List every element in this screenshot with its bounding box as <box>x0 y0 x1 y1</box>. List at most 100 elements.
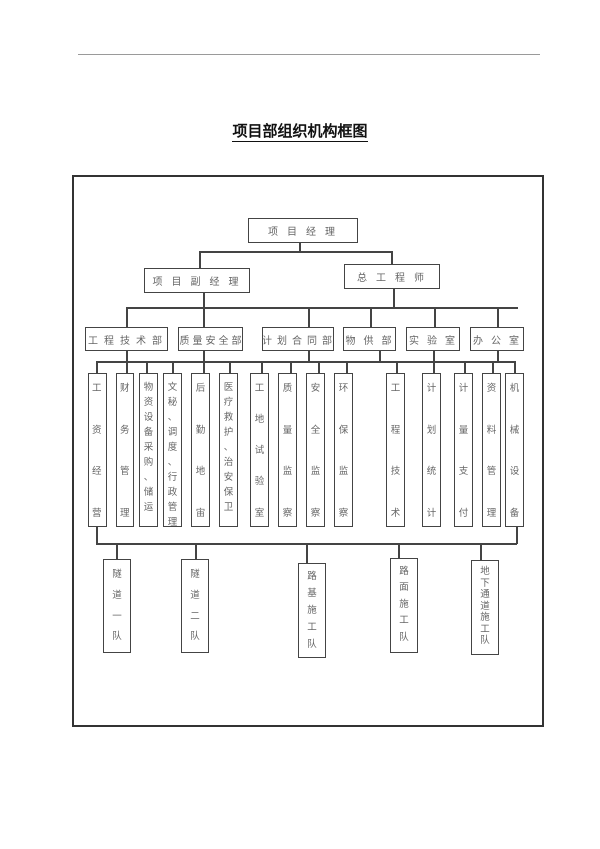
node-finance-management: 财 务 管 理 <box>116 373 134 527</box>
node-label: 计划合同部 <box>262 335 337 347</box>
connector <box>393 288 395 308</box>
node-char: 行 <box>167 472 178 483</box>
node-char: 一 <box>112 610 122 622</box>
connector <box>514 361 516 373</box>
connector <box>203 361 205 373</box>
connector <box>398 543 400 560</box>
node-char: 救 <box>223 412 234 423</box>
node-char: 程 <box>390 424 401 436</box>
node-underpass-team: 地 下 通 道 施 工 队 <box>471 560 499 655</box>
node-char: 物 <box>143 382 154 393</box>
connector <box>96 361 98 373</box>
node-char: 资 <box>143 397 154 408</box>
node-char: 秘 <box>167 397 178 408</box>
node-project-manager: 项目经理 <box>248 218 358 243</box>
node-char: 安 <box>310 383 321 394</box>
node-char: 设 <box>143 412 154 423</box>
node-char: 计 <box>426 383 437 394</box>
connector <box>261 361 263 373</box>
node-tunnel-team-2: 隧 道 二 队 <box>181 559 209 653</box>
node-char: 卫 <box>223 502 234 513</box>
connector <box>126 361 128 373</box>
connector <box>96 361 515 363</box>
node-char: 设 <box>509 466 520 477</box>
connector <box>464 361 466 373</box>
node-char: 察 <box>310 507 321 519</box>
node-char: 宙 <box>195 507 206 519</box>
connector <box>370 307 372 327</box>
connector <box>195 543 197 560</box>
node-label: 项目副经理 <box>152 277 248 288</box>
node-char: 环 <box>338 383 349 394</box>
node-wage-management: 工 资 经 营 <box>88 373 107 527</box>
node-label: 质量安全部 <box>179 335 245 347</box>
connector <box>229 361 231 373</box>
connector <box>199 251 392 253</box>
node-char: 储 <box>143 487 154 498</box>
node-char: 统 <box>426 466 437 477</box>
node-char: 付 <box>458 507 469 519</box>
node-char: 后 <box>195 383 206 394</box>
node-engineering-dept: 工程技术部 <box>85 327 168 351</box>
node-char: 管 <box>486 466 497 477</box>
node-engineering-tech: 工 程 技 术 <box>386 373 405 527</box>
node-document-management: 资 料 管 理 <box>482 373 501 527</box>
node-char: 工 <box>307 621 317 633</box>
node-char: 调 <box>167 427 178 438</box>
node-char: 经 <box>92 466 102 477</box>
connector <box>308 307 310 327</box>
connector <box>116 543 118 560</box>
connector <box>391 251 393 264</box>
node-label: 办公室 <box>473 335 527 347</box>
connector <box>308 350 310 362</box>
connector <box>434 307 436 327</box>
node-char: 勤 <box>195 424 206 436</box>
connector <box>203 292 205 308</box>
node-char: 运 <box>143 502 154 513</box>
node-quality-safety-dept: 质量安全部 <box>178 327 243 351</box>
connector <box>379 350 381 362</box>
connector <box>199 251 201 268</box>
node-char: 基 <box>307 587 317 599</box>
node-char: 技 <box>390 466 401 477</box>
node-char: 工 <box>254 383 265 394</box>
node-label: 项目经理 <box>268 227 344 238</box>
node-char: 路 <box>307 571 317 582</box>
node-char: 支 <box>458 466 469 477</box>
node-char: 监 <box>282 466 293 477</box>
node-char: 道 <box>112 589 122 601</box>
node-char: 、 <box>143 472 154 483</box>
node-char: 队 <box>480 635 490 647</box>
node-char: 全 <box>310 424 321 436</box>
node-pavement-team: 路 面 施 工 队 <box>390 558 418 653</box>
node-char: 地 <box>254 414 265 426</box>
connector <box>497 350 499 362</box>
connector <box>516 527 518 544</box>
node-medical-security: 医 疗 救 护 、 治 安 保 卫 <box>219 373 238 527</box>
node-char: 计 <box>458 383 469 394</box>
node-char: 财 <box>120 383 130 394</box>
node-laboratory: 实验室 <box>406 327 460 351</box>
connector <box>126 307 128 327</box>
node-char: 施 <box>399 598 409 610</box>
node-char: 下 <box>480 577 490 589</box>
node-planning-contract-dept: 计划合同部 <box>262 327 334 351</box>
node-char: 料 <box>486 424 497 436</box>
node-char: 队 <box>112 631 122 643</box>
node-char: 施 <box>480 612 490 624</box>
node-char: 工 <box>480 623 490 635</box>
node-char: 队 <box>399 631 409 643</box>
node-char: 务 <box>120 424 130 436</box>
node-char: 采 <box>143 442 154 453</box>
node-char: 二 <box>190 610 200 622</box>
node-char: 理 <box>486 507 497 519</box>
node-char: 工 <box>399 615 409 627</box>
node-char: 工 <box>390 383 401 394</box>
connector <box>126 350 128 362</box>
node-logistics: 后 勤 地 宙 <box>191 373 210 527</box>
page-title-text: 项目部组织机构框图 <box>232 122 368 142</box>
connector <box>203 350 205 362</box>
node-site-laboratory: 工 地 试 验 室 <box>250 373 269 527</box>
node-char: 量 <box>458 424 469 436</box>
node-char: 医 <box>223 382 234 393</box>
